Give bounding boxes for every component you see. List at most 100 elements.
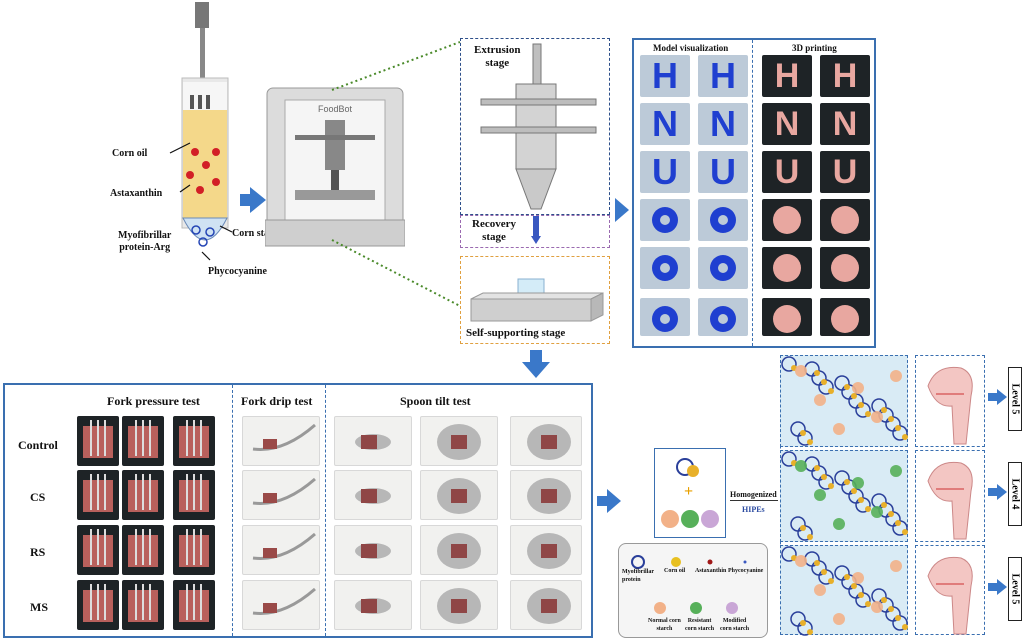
fork-pressure-photo [122, 580, 164, 630]
model-letter: H [652, 55, 678, 96]
model-shape-icon [652, 306, 678, 332]
legend-normal-starch: Normal corn starch [648, 618, 681, 632]
recovery-stage-box [460, 215, 610, 248]
hipe-mesh-panel [780, 355, 908, 447]
tests-divider-2 [325, 385, 326, 636]
spoon-tilt-photo [334, 416, 412, 466]
extrusion-stage-box [460, 38, 610, 215]
model-letter: N [710, 103, 736, 144]
model-panel [632, 38, 876, 348]
tests-divider-1 [232, 385, 233, 636]
arrow-down-head [522, 362, 550, 378]
legend-myofibrillar: Myofibrillar protein [622, 569, 654, 583]
model-thumb [640, 199, 690, 241]
level-arrow [997, 389, 1007, 405]
print-thumb [820, 298, 870, 336]
model-thumb [698, 247, 748, 289]
print-letter: H [832, 57, 858, 95]
swallow-diagram-box [915, 450, 985, 542]
swallow-diagram-box [915, 545, 985, 635]
print-letter: U [832, 153, 858, 191]
level-arrow-shaft [988, 583, 998, 591]
model-shape-icon [710, 207, 736, 233]
fork-pressure-header: Fork pressure test [107, 394, 200, 408]
label-myofibrillar: Myofibrillar protein-Arg [118, 230, 172, 253]
zoom-dotted-lines [331, 41, 461, 307]
iddsi-level-label: Level 5 [1009, 383, 1021, 415]
print-thumb [820, 199, 870, 241]
fork-pressure-photo [122, 416, 164, 466]
fork-drip-photo [242, 525, 320, 575]
spoon-tilt-photo [420, 580, 498, 630]
fork-pressure-photo [173, 470, 215, 520]
model-thumb: H [698, 55, 748, 97]
print-thumb [762, 298, 812, 336]
fork-pressure-photo [77, 525, 119, 575]
model-panel-divider [752, 40, 753, 346]
fork-drip-photo [242, 470, 320, 520]
model-letter: U [710, 151, 736, 192]
spoon-tilt-photo [420, 416, 498, 466]
spoon-tilt-photo [510, 416, 582, 466]
ingredient-box [654, 448, 726, 538]
arrow-to-model [615, 198, 629, 222]
model-visualization-header: Model visualization [653, 43, 729, 53]
swallow-diagram-box [915, 355, 985, 447]
model-thumb: N [640, 103, 690, 145]
model-shape-icon [652, 207, 678, 233]
spoon-tilt-photo [420, 525, 498, 575]
fork-drip-photo [242, 416, 320, 466]
model-shape-icon [710, 255, 736, 281]
legend-icons [631, 555, 747, 614]
model-thumb: U [640, 151, 690, 193]
fork-pressure-photo [122, 470, 164, 520]
fork-pressure-photo [173, 525, 215, 575]
self-supporting-stage-label: Self-supporting stage [466, 327, 566, 339]
legend-resistant-starch: Resistant corn starch [685, 618, 715, 632]
spoon-tilt-photo [334, 580, 412, 630]
print-shape-icon [773, 206, 801, 234]
model-thumb [698, 298, 748, 336]
plus-sign: + [684, 483, 694, 500]
print-thumb: H [820, 55, 870, 97]
level-arrow [997, 579, 1007, 595]
print-thumb [762, 199, 812, 241]
print-thumb: U [762, 151, 812, 193]
fork-drip-header: Fork drip test [241, 394, 313, 408]
iddsi-level-badge: Level 4 [1008, 462, 1022, 526]
print-letter: H [774, 57, 800, 95]
printing-header: 3D printing [792, 43, 837, 53]
fork-drip-photo [242, 580, 320, 630]
print-shape-icon [831, 305, 859, 333]
throat-icon [927, 461, 973, 540]
iddsi-level-badge: Level 5 [1008, 367, 1022, 431]
legend-astaxanthin: Astaxanthin [695, 568, 727, 574]
throat-icon [927, 556, 973, 635]
model-thumb: U [698, 151, 748, 193]
throat-icon [927, 366, 973, 445]
print-thumb: H [762, 55, 812, 97]
print-thumb: N [762, 103, 812, 145]
arrow-to-printer-shaft [240, 194, 252, 206]
arrow-to-mechanism [607, 489, 621, 513]
iddsi-level-label: Level 5 [1009, 573, 1021, 605]
arrow-to-mechanism-shaft [597, 496, 609, 506]
homogenized-arrow [730, 500, 778, 501]
model-letter: U [652, 151, 678, 192]
row-label-control: Control [18, 438, 58, 452]
spoon-tilt-photo [334, 470, 412, 520]
print-letter: U [774, 153, 800, 191]
label-pointer-lines [169, 142, 233, 261]
row-label-ms: MS [30, 600, 48, 614]
legend-phycocyanine: Phycocyanine [728, 568, 764, 574]
printer-brand: FoodBot [318, 104, 353, 114]
hipe-mesh-panel [780, 450, 908, 542]
print-thumb [762, 247, 812, 289]
model-shape-icon [710, 306, 736, 332]
iddsi-level-badge: Level 5 [1008, 557, 1022, 621]
row-label-cs: CS [30, 490, 46, 504]
self-supporting-stage-box [460, 256, 610, 344]
model-letter: N [652, 103, 678, 144]
spoon-tilt-photo [510, 525, 582, 575]
spoon-tilt-photo [420, 470, 498, 520]
